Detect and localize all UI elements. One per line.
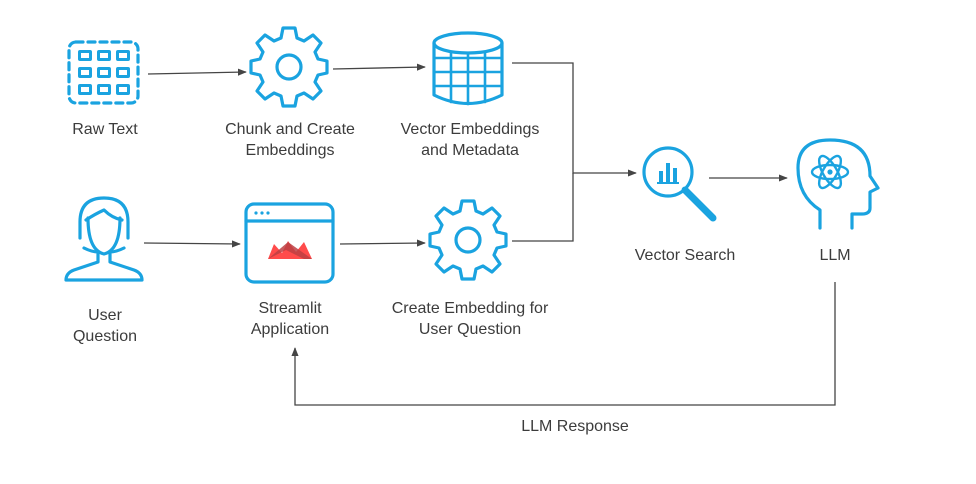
node-chunk-label: Chunk and Create Embeddings [225,121,355,159]
edge-chunk-to-db [332,63,426,71]
magnify-chart-icon [642,146,717,222]
node-user-label: User Question [72,307,138,345]
app-window-icon [244,202,335,284]
node-streamlit-label: Streamlit Application [250,300,330,338]
user-icon [64,196,144,282]
edge-embed-to-search [512,173,574,242]
gear-icon [249,26,329,108]
node-vector-search-label: Vector Search [634,247,736,264]
edge-app-to-embed [339,239,426,247]
node-raw-text-label: Raw Text [72,121,138,138]
node-embed-question-label: Create Embedding for User Question [391,300,549,338]
node-llm-label: LLM [819,247,851,264]
node-vector-db-label: Vector Embeddings and Metadata [400,121,540,159]
edge-llm-response-label: LLM Response [521,418,629,435]
edge-raw-to-chunk [147,68,247,76]
brain-atom-icon [796,138,880,230]
edge-llm-response [291,282,836,406]
edge-db-to-search [512,62,637,177]
edge-user-to-app [143,240,241,248]
streamlit-logo-icon [268,241,312,259]
gear-icon [428,199,508,281]
database-icon [432,31,504,106]
grid-icon [67,40,140,105]
